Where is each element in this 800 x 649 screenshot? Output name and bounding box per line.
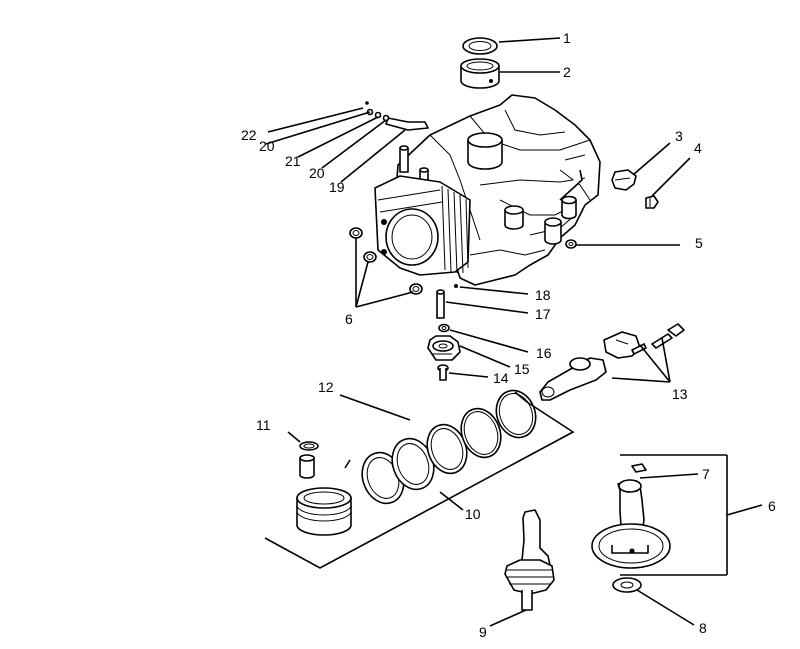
part-6-dowels: [349, 227, 423, 295]
callout-14: 14: [493, 370, 509, 386]
callout-10: 10: [465, 506, 481, 522]
callout-1: 1: [563, 30, 571, 46]
callout-6-camshaft: 6: [768, 498, 776, 514]
callout-9: 9: [479, 624, 487, 640]
part-4-plug: [645, 195, 659, 209]
part-14-screw: [437, 364, 449, 381]
callout-20-lower: 20: [309, 165, 325, 181]
callout-18: 18: [535, 287, 551, 303]
part-5-dowel: [565, 239, 577, 249]
part-17-shaft: [436, 289, 445, 319]
callout-6-dowels: 6: [345, 311, 353, 327]
part-3-bracket: [611, 169, 637, 191]
callout-7: 7: [702, 466, 710, 482]
callout-numbers: 1 2 3 4 5 6 6 7 8 9 10 11 12 13 14 15 16…: [241, 30, 776, 640]
part-12-piston-rings: [361, 389, 537, 505]
callout-20-upper: 20: [259, 138, 275, 154]
callout-16: 16: [536, 345, 552, 361]
part-6-camshaft-gear: [591, 479, 671, 569]
callout-4: 4: [694, 140, 702, 156]
part-13-connecting-rod: [539, 323, 685, 401]
part-2-bushing: [460, 58, 500, 89]
callout-12: 12: [318, 379, 334, 395]
piston-kit-boundary: [264, 391, 575, 569]
part-18-pin: [454, 284, 458, 288]
callout-3: 3: [675, 128, 683, 144]
part-11-piston-pin-and-clip: [299, 441, 319, 479]
part-8-washer: [612, 577, 642, 593]
part-16-washer: [438, 323, 450, 333]
part-10-piston: [296, 487, 352, 536]
callout-11: 11: [256, 417, 271, 433]
callout-19: 19: [329, 179, 345, 195]
callout-17: 17: [535, 306, 551, 322]
part-1-seal-ring: [462, 37, 498, 55]
callout-5: 5: [695, 235, 703, 251]
leader-lines: [265, 37, 763, 627]
part-19-breather-tube: [385, 117, 429, 131]
part-7-key: [631, 463, 647, 473]
callout-2: 2: [563, 64, 571, 80]
callout-15: 15: [514, 361, 530, 377]
callout-21: 21: [285, 153, 301, 169]
crankcase-cylinder-block: [374, 94, 601, 286]
callout-22: 22: [241, 127, 257, 143]
callout-13: 13: [672, 386, 688, 402]
callout-8: 8: [699, 620, 707, 636]
part-15-governor-gear: [427, 335, 461, 361]
part-9-crankshaft: [504, 509, 555, 611]
